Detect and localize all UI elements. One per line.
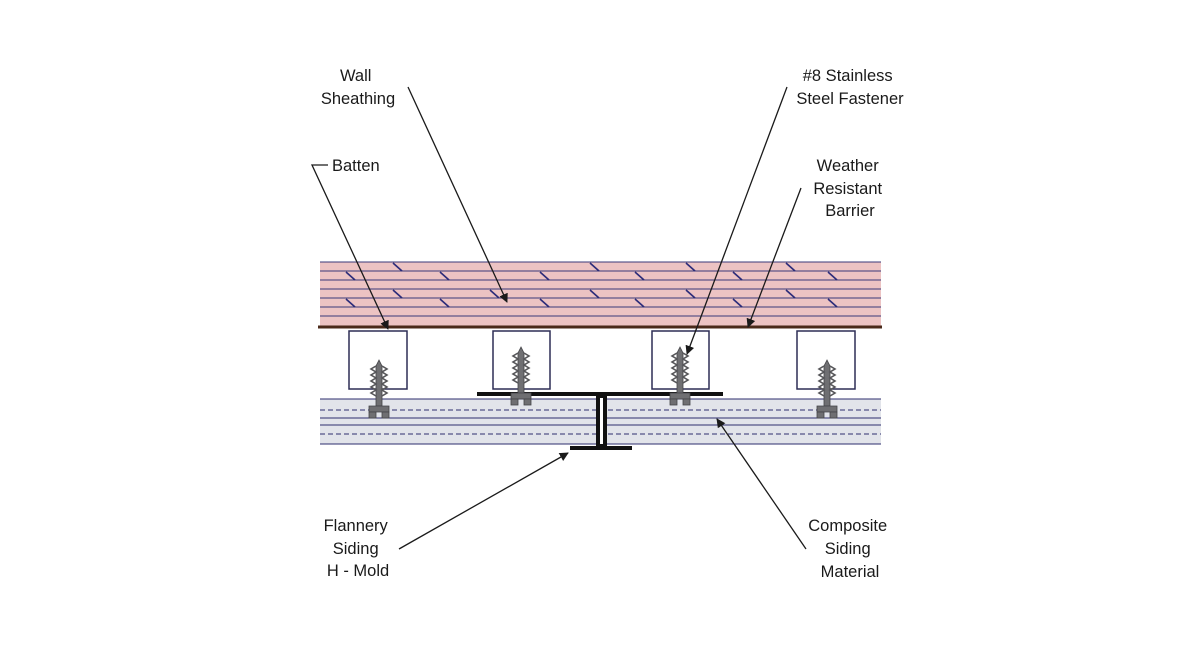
sheathing-grain-lines	[320, 261, 881, 317]
battens	[348, 330, 856, 390]
label-line: Resistant	[813, 180, 882, 198]
label-line: Weather	[817, 157, 880, 175]
label-line: Flannery	[324, 517, 389, 535]
sheathing-board	[320, 262, 881, 326]
fastener-screw	[669, 346, 691, 406]
leader-h-mold	[398, 452, 569, 550]
label-line: Material	[821, 563, 880, 581]
h-mold	[477, 392, 723, 450]
label-line: Siding	[825, 540, 871, 558]
leader-weather-barrier	[746, 187, 802, 328]
leader-lines	[310, 86, 807, 550]
label-line: Steel Fastener	[796, 90, 904, 108]
label-weather-barrier: Weather Resistant Barrier	[813, 157, 886, 220]
label-line: #8 Stainless	[803, 67, 893, 85]
label-h-mold: Flannery Siding H - Mold	[324, 517, 393, 580]
label-line: Siding	[333, 540, 379, 558]
label-line: H - Mold	[327, 562, 389, 580]
label-line: Sheathing	[321, 90, 395, 108]
h-mold-web-slot	[600, 398, 603, 444]
leader-wall-sheathing	[407, 86, 508, 303]
fastener-screw	[368, 359, 390, 419]
label-composite-siding: Composite Siding Material	[808, 517, 891, 581]
label-line: Batten	[332, 157, 380, 175]
fastener-screw	[510, 346, 532, 406]
h-mold-bottom-flange	[570, 446, 632, 450]
leader-fastener	[685, 86, 788, 355]
fastener-screw	[816, 359, 838, 419]
sheathing-grain-ticks	[345, 262, 838, 308]
fasteners	[368, 346, 838, 419]
label-line: Barrier	[825, 202, 875, 220]
leader-composite-siding	[716, 418, 807, 550]
wall-sheathing	[320, 261, 881, 326]
label-line: Wall	[340, 67, 371, 85]
label-batten: Batten	[332, 157, 380, 175]
leader-batten	[310, 164, 389, 330]
label-wall-sheathing: Wall Sheathing	[321, 67, 395, 108]
label-fastener: #8 Stainless Steel Fastener	[796, 67, 904, 108]
label-line: Composite	[808, 517, 887, 535]
